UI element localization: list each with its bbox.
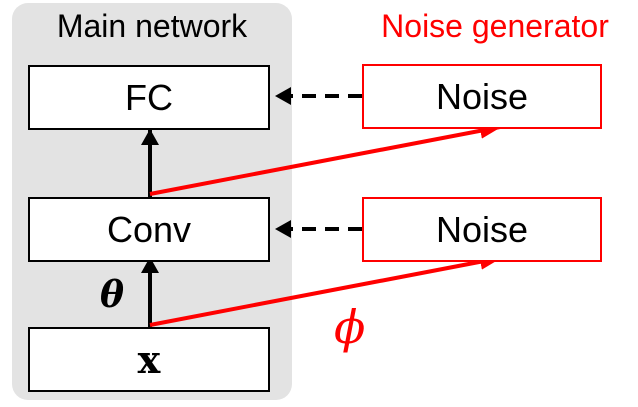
fc-label: FC <box>125 76 173 118</box>
noise-box-bottom: Noise <box>362 197 602 262</box>
input-label: x <box>137 337 161 382</box>
red-arrow-conv-to-noise <box>149 122 502 196</box>
input-box: x <box>28 327 270 392</box>
noise-box-top: Noise <box>362 64 602 129</box>
noise-generator-title: Noise generator <box>381 8 609 44</box>
noise-top-label: Noise <box>435 75 529 117</box>
phi-label: ϕ <box>334 300 366 354</box>
noise-bottom-label: Noise <box>435 208 529 250</box>
red-arrow-input-to-noise <box>149 253 502 327</box>
conv-layer-box: Conv <box>28 197 270 262</box>
conv-label: Conv <box>106 208 192 250</box>
main-network-title: Main network <box>56 8 248 44</box>
theta-label: θ <box>100 274 125 316</box>
fc-layer-box: FC <box>28 65 270 130</box>
